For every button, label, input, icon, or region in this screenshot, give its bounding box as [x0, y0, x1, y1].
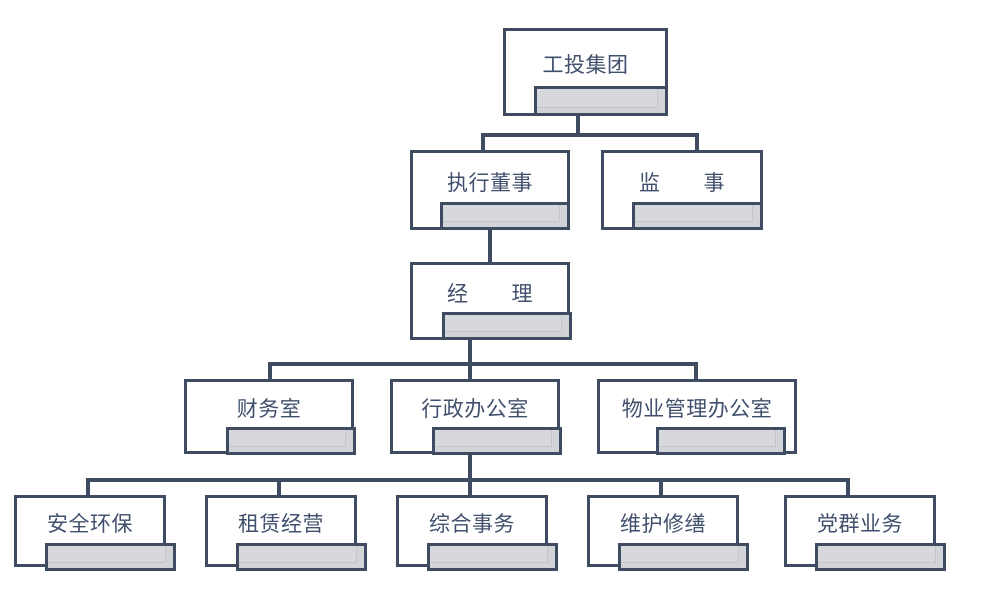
connector-to-finance [268, 362, 272, 379]
node-safety-env-label: 安全环保 [47, 511, 133, 536]
node-party-affairs-label: 党群业务 [817, 511, 903, 536]
node-manager-label: 经 理 [447, 281, 533, 306]
node-property-office-label: 物业管理办公室 [621, 397, 773, 421]
node-finance-office-label: 财务室 [236, 397, 302, 421]
node-maintenance-label: 维护修缮 [620, 511, 706, 536]
node-leasing-bar [236, 543, 367, 571]
node-general-affairs[interactable]: 综合事务 [396, 495, 558, 571]
node-admin-office[interactable]: 行政办公室 [390, 379, 562, 455]
node-admin-office-label: 行政办公室 [421, 397, 529, 421]
node-property-office[interactable]: 物业管理办公室 [597, 379, 797, 455]
connector-exec-to-manager [488, 228, 492, 262]
node-safety-env[interactable]: 安全环保 [14, 495, 176, 571]
connector-to-general [468, 478, 472, 495]
connector-to-exec [481, 133, 485, 152]
connector-to-supervisor [695, 133, 699, 152]
connector-to-leasing [277, 478, 281, 495]
connector-bus-level2 [481, 133, 699, 137]
node-maintenance[interactable]: 维护修缮 [587, 495, 749, 571]
connector-to-party [846, 478, 850, 495]
connector-admin-down [468, 452, 472, 482]
node-finance-office[interactable]: 财务室 [184, 379, 356, 455]
connector-bus-level4 [268, 362, 698, 366]
node-supervisor[interactable]: 监 事 [601, 150, 763, 230]
node-group-label: 工投集团 [542, 52, 629, 77]
node-supervisor-label: 监 事 [639, 170, 725, 195]
node-finance-office-bar [226, 427, 356, 455]
node-admin-office-bar [432, 427, 562, 455]
node-supervisor-bar [632, 202, 763, 230]
node-leasing-label: 租赁经营 [238, 511, 324, 536]
connector-to-property [694, 362, 698, 379]
node-executive-director-label: 执行董事 [447, 170, 533, 195]
node-safety-env-bar [45, 543, 176, 571]
node-group[interactable]: 工投集团 [503, 28, 668, 116]
connector-manager-down [468, 338, 472, 366]
node-property-office-bar [656, 427, 786, 455]
connector-group-down [576, 113, 580, 136]
connector-to-admin [468, 362, 472, 379]
node-executive-director[interactable]: 执行董事 [410, 150, 570, 230]
node-party-affairs-bar [815, 543, 946, 571]
connector-to-maintenance [659, 478, 663, 495]
node-manager-bar [442, 312, 572, 340]
node-maintenance-bar [618, 543, 749, 571]
node-manager[interactable]: 经 理 [410, 262, 572, 340]
node-general-affairs-bar [427, 543, 558, 571]
connector-to-safety [86, 478, 90, 495]
node-general-affairs-label: 综合事务 [429, 511, 515, 536]
node-leasing[interactable]: 租赁经营 [205, 495, 367, 571]
node-party-affairs[interactable]: 党群业务 [784, 495, 946, 571]
node-executive-director-bar [440, 202, 570, 230]
node-group-bar [534, 86, 668, 116]
